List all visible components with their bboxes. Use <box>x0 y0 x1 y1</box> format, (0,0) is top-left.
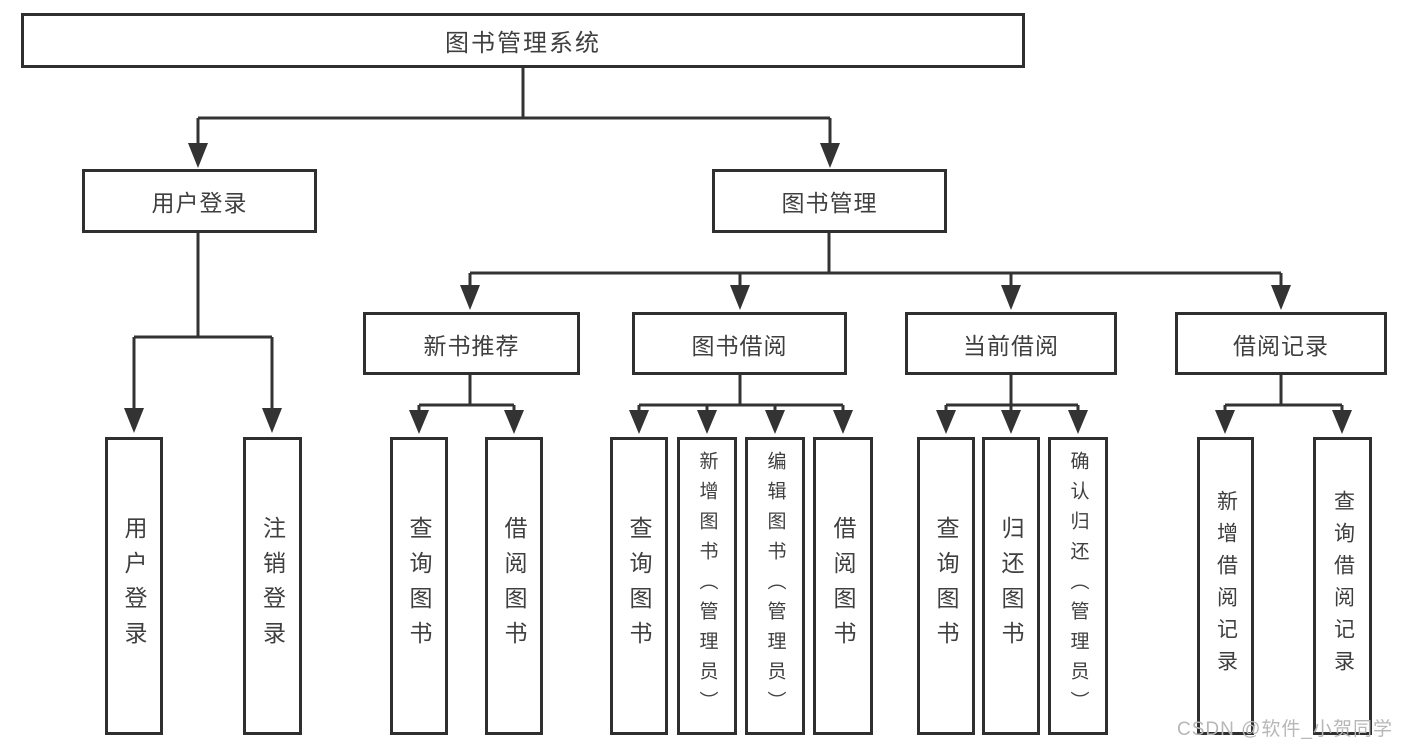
leaf-query-books-borrowing: 查询图书 <box>610 437 668 735</box>
arrowheads <box>124 143 1352 434</box>
leaf-query-books-recommend: 查询图书 <box>390 437 448 735</box>
leaf-logout: 注销登录 <box>243 437 302 735</box>
leaf-query-books-current: 查询图书 <box>917 437 975 735</box>
leaf-add-book-admin: 新增图书（管理员） <box>677 437 737 735</box>
csdn-watermark: CSDN @软件_小贺同学 <box>1177 719 1393 740</box>
node-library-system: 图书管理系统 <box>21 13 1025 68</box>
leaf-borrow-books-recommend: 借阅图书 <box>485 437 543 735</box>
node-user-login: 用户登录 <box>82 169 317 233</box>
leaf-add-borrow-record: 新增借阅记录 <box>1197 437 1254 735</box>
leaf-user-login: 用户登录 <box>105 437 163 735</box>
node-new-book-recommendation: 新书推荐 <box>363 312 580 375</box>
node-book-management: 图书管理 <box>712 169 947 233</box>
node-book-borrowing: 图书借阅 <box>632 312 847 375</box>
leaf-borrow-books-borrowing: 借阅图书 <box>813 437 873 735</box>
leaf-confirm-return-admin: 确认归还（管理员） <box>1048 437 1108 735</box>
leaf-query-borrow-record: 查询借阅记录 <box>1313 437 1372 735</box>
leaf-edit-book-admin: 编辑图书（管理员） <box>745 437 805 735</box>
node-current-borrowing: 当前借阅 <box>905 312 1117 375</box>
node-borrowing-records: 借阅记录 <box>1175 312 1387 375</box>
leaf-return-books: 归还图书 <box>982 437 1040 735</box>
